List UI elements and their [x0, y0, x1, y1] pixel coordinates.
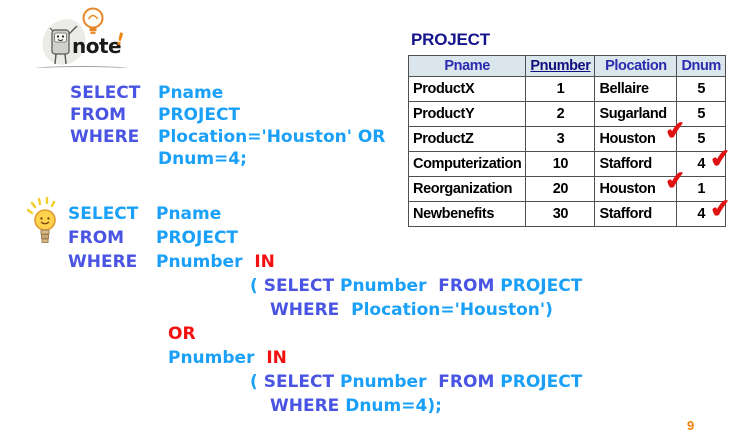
sql-token: PROJECT [158, 105, 241, 125]
sql-line: Pnumber IN [68, 346, 582, 370]
sql-token: SELECT [70, 83, 141, 103]
page-number: 9 [687, 418, 695, 433]
sql-line: Dnum=4; [70, 148, 385, 170]
table-cell: 5 [676, 126, 726, 152]
sql-token: IN [266, 348, 287, 368]
sql-token: SELECT [263, 276, 335, 296]
table-cell: ProductY [407, 101, 527, 127]
sql-token: PROJECT [494, 372, 583, 392]
sql-line: FROM PROJECT [70, 104, 385, 126]
sql-token: WHERE [68, 252, 138, 272]
table-cell: 1 [676, 176, 726, 202]
sql-token: Pnumber [334, 276, 439, 296]
table-title: PROJECT [411, 30, 490, 49]
sql-token: Plocation='Houston' OR [158, 127, 386, 147]
lightbulb-icon [82, 7, 104, 34]
table-cell: 20 [525, 176, 596, 202]
note-badge: note ! [32, 4, 132, 76]
column-header-pname: Pname [407, 55, 527, 77]
sql-line: SELECT Pname [70, 82, 385, 104]
sql-token: ( [250, 372, 264, 392]
sql-token: WHERE [70, 127, 140, 147]
sql-token: WHERE [270, 396, 340, 416]
sql-line: WHERE Dnum=4); [68, 394, 582, 418]
table-cell: ProductX [407, 76, 527, 102]
sql-token: PROJECT [494, 276, 583, 296]
table-cell: Houston✔ [594, 116, 687, 152]
sql-line: FROM PROJECT [68, 226, 582, 250]
table-cell: 5 [676, 76, 726, 102]
sql-token: ( [250, 276, 264, 296]
table-cell: 5 [676, 101, 726, 127]
sql-line: ( SELECT Pnumber FROM PROJECT [68, 274, 582, 298]
sql-token: Pname [156, 204, 222, 224]
table-cell: Stafford [594, 201, 678, 227]
sql-token: Pnumber [334, 372, 439, 392]
table-cell: 4✔ [676, 194, 732, 227]
note-ground-line [36, 66, 128, 71]
table-cell: Computerization [407, 151, 527, 177]
column-header-pnumber: Pnumber [525, 55, 596, 77]
sql-line: WHERE Pnumber IN [68, 250, 582, 274]
idea-lightbulb-icon [26, 196, 56, 243]
column-header-plocation: Plocation [594, 55, 678, 77]
table-cell: 1 [525, 76, 596, 102]
sql-line: WHERE Plocation='Houston' OR [70, 126, 385, 148]
note-exclamation-mark: ! [113, 29, 127, 51]
sql-token: FROM [68, 228, 125, 248]
sql-token: Dnum=4); [339, 396, 442, 416]
sql-line: SELECT Pname [68, 202, 582, 226]
table-cell: Reorganization [407, 176, 527, 202]
sql-line: ( SELECT Pnumber FROM PROJECT [68, 370, 582, 394]
sql-token: FROM [70, 105, 127, 125]
table-cell: 2 [525, 101, 596, 127]
sql-token: Pname [158, 83, 224, 103]
sql-line: OR [68, 322, 582, 346]
column-header-dnum: Dnum [676, 55, 726, 77]
sql-token: Dnum=4; [158, 149, 247, 169]
sql-token: OR [168, 324, 196, 344]
sql-token: FROM [438, 276, 495, 296]
table-cell: Newbenefits [407, 201, 527, 227]
table-cell: 30 [525, 201, 596, 227]
table-cell: ProductZ [407, 126, 527, 152]
note-label: note [72, 34, 122, 58]
sql-line: WHERE Plocation='Houston') [68, 298, 582, 322]
sql-token: WHERE [270, 300, 340, 320]
table-cell: Sugarland [594, 101, 678, 127]
sql-token: IN [254, 252, 275, 272]
table-cell: Bellaire [594, 76, 678, 102]
table-cell: 10 [525, 151, 596, 177]
sql-token: Pnumber [168, 348, 267, 368]
sql-token: SELECT [263, 372, 335, 392]
table-cell: 3 [525, 126, 596, 152]
table-cell: Houston✔ [594, 166, 687, 202]
sql-token: Plocation='Houston') [339, 300, 553, 320]
sql-token: Pnumber [156, 252, 255, 272]
table-cell: Stafford [594, 151, 678, 177]
table-cell: 4✔ [676, 144, 732, 177]
sql-token: FROM [438, 372, 495, 392]
sql-token: SELECT [68, 204, 139, 224]
sql-token: PROJECT [156, 228, 239, 248]
robot-character-icon [49, 25, 78, 65]
